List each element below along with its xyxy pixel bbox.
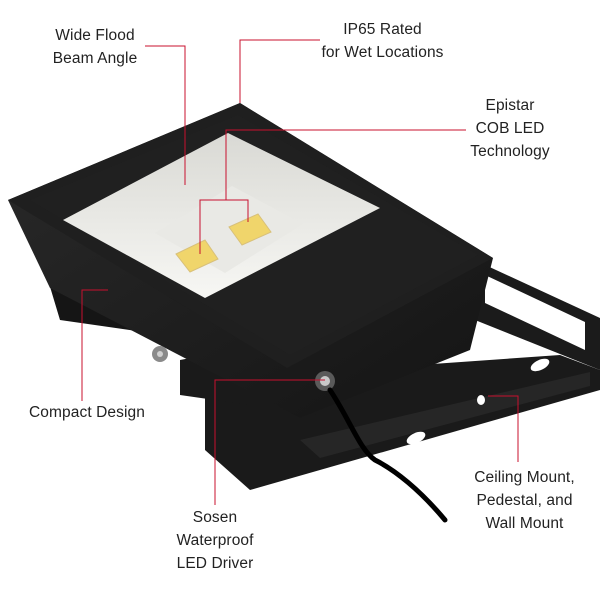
callout-sosen-line1: Sosen: [192, 509, 238, 526]
callout-compact: Compact Design: [12, 401, 162, 424]
callout-compact-line1: Compact Design: [29, 404, 145, 421]
leader-lines: [81, 39, 519, 505]
leader-compact: [81, 289, 108, 401]
power-cable: [315, 371, 448, 523]
callout-sosen: Sosen Waterproof LED Driver: [150, 506, 280, 575]
callout-epistar-line3: Technology: [470, 143, 550, 160]
callout-ip65-line2: for Wet Locations: [321, 44, 444, 61]
callout-wide-flood-line1: Wide Flood: [55, 27, 135, 44]
callout-mount-line3: Wall Mount: [485, 515, 564, 532]
callout-ip65-line1: IP65 Rated: [343, 21, 422, 38]
callout-mount-line2: Pedestal, and: [476, 492, 573, 509]
callout-sosen-line3: LED Driver: [176, 555, 254, 572]
leader-ip65: [239, 39, 320, 103]
leader-wide-flood: [145, 45, 186, 185]
callout-epistar: Epistar COB LED Technology: [455, 94, 565, 163]
callout-ip65: IP65 Rated for Wet Locations: [300, 18, 465, 64]
callout-mount: Ceiling Mount, Pedestal, and Wall Mount: [452, 466, 597, 535]
side-knob: [152, 346, 168, 362]
leader-epistar-branch: [226, 199, 249, 222]
callout-sosen-line2: Waterproof: [176, 532, 254, 549]
leader-sosen: [214, 379, 325, 505]
callout-epistar-line1: Epistar: [485, 97, 535, 114]
callout-epistar-line2: COB LED: [475, 120, 545, 137]
callout-wide-flood-line2: Beam Angle: [52, 50, 138, 67]
callout-mount-line1: Ceiling Mount,: [474, 469, 575, 486]
leader-mount: [488, 395, 519, 462]
callout-wide-flood: Wide Flood Beam Angle: [30, 24, 160, 70]
